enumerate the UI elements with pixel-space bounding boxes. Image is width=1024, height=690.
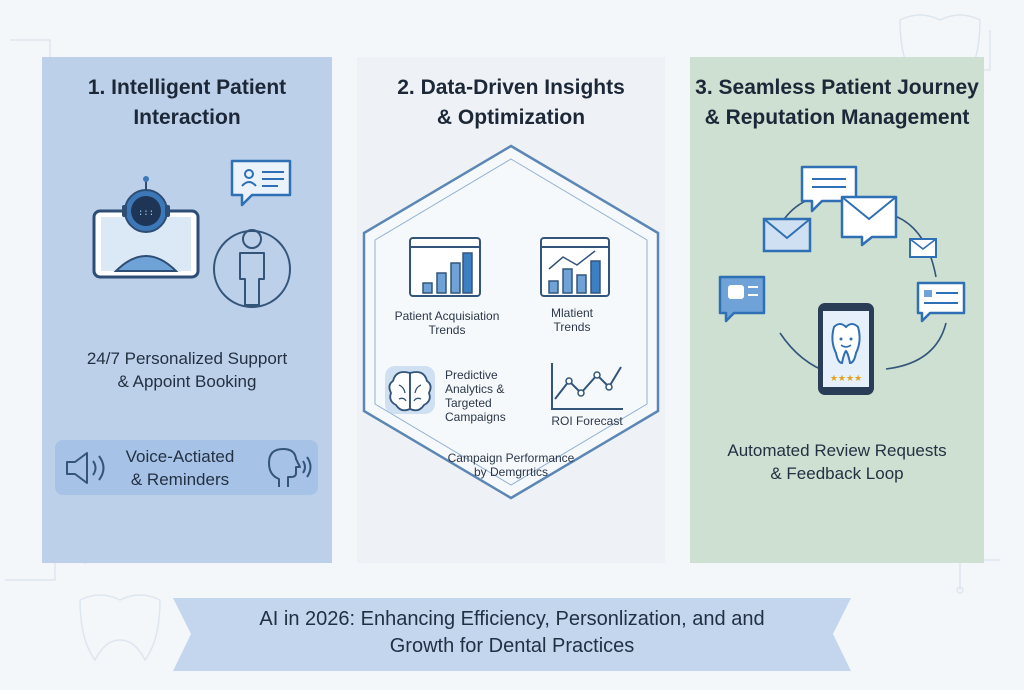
support-feature-text: 24/7 Personalized Support & Appoint Book… <box>42 347 332 393</box>
insight-line: Campaigns <box>445 410 506 424</box>
brain-icon <box>385 366 435 414</box>
insight-line: Predictive <box>445 368 498 382</box>
banner-line: Growth for Dental Practices <box>389 635 635 657</box>
svg-text:★★★★: ★★★★ <box>830 374 862 384</box>
svg-text::::: ::: <box>138 208 154 218</box>
insight-label: Campaign Performance by Demgrrtics <box>411 451 611 479</box>
line-chart-icon <box>551 363 623 410</box>
panel-patient-interaction: 1. Intelligent Patient Interaction ::: <box>42 57 332 563</box>
summary-banner: AI in 2026: Enhancing Efficiency, Person… <box>173 598 851 671</box>
smartphone-tooth-icon: ★★★★ <box>818 303 874 395</box>
review-feature-text: Automated Review Requests & Feedback Loo… <box>690 439 984 485</box>
panel-title-line: 3. Seamless Patient Journey <box>695 76 979 99</box>
feature-line: & Appoint Booking <box>117 372 257 391</box>
banner-ribbon <box>173 598 851 671</box>
insight-line: Targeted <box>445 396 492 410</box>
insight-line: Patient Acquisiation <box>394 309 500 323</box>
email-icon <box>909 238 937 258</box>
bar-chart-window-icon <box>540 237 610 297</box>
feature-line: & Feedback Loop <box>770 464 904 483</box>
voice-text: Voice-Actiated & Reminders <box>105 445 255 491</box>
panel-patient-journey: 3. Seamless Patient Journey & Reputation… <box>690 57 984 563</box>
panel-title: 2. Data-Driven Insights & Optimization <box>357 73 665 133</box>
panel-title-line: & Optimization <box>436 106 586 129</box>
chatbot-robot-icon: ::: <box>92 176 200 279</box>
panel-title-line: 2. Data-Driven Insights <box>397 76 625 99</box>
review-loop-illustration: ★★★★ <box>718 165 966 395</box>
person-icon <box>213 229 291 308</box>
banner-text: AI in 2026: Enhancing Efficiency, Person… <box>173 606 851 660</box>
insight-line: Campaign Performance <box>447 451 575 465</box>
insight-line: by Demgrrtics <box>473 465 548 479</box>
insight-label: Patient Acquisiation Trends <box>377 309 517 337</box>
voice-line: & Reminders <box>130 470 230 489</box>
panel-title-line: & Reputation Management <box>704 106 970 129</box>
panel-data-insights: 2. Data-Driven Insights & Optimization <box>357 57 665 563</box>
voice-line: Voice-Actiated <box>125 447 235 466</box>
panel-title-line: Interaction <box>133 106 241 129</box>
email-icon <box>762 217 812 253</box>
banner-line: AI in 2026: Enhancing Efficiency, Person… <box>259 608 765 630</box>
insight-line: Mlatient <box>550 306 594 320</box>
chat-bubble-icon <box>230 159 292 207</box>
message-icon <box>718 275 766 323</box>
panel-title: 1. Intelligent Patient Interaction <box>42 73 332 133</box>
email-icon <box>840 195 898 247</box>
insight-label: Mlatient Trends <box>522 306 622 334</box>
panel-title: 3. Seamless Patient Journey & Reputation… <box>690 73 984 133</box>
insights-hexagon <box>362 144 660 500</box>
bar-chart-window-icon <box>409 237 481 297</box>
voice-head-icon <box>268 448 312 487</box>
voice-reminders-box: Voice-Actiated & Reminders <box>55 440 318 495</box>
feature-line: Automated Review Requests <box>727 441 947 460</box>
feature-line: 24/7 Personalized Support <box>86 349 288 368</box>
insight-label: ROI Forecast <box>537 414 637 428</box>
message-icon <box>916 281 966 323</box>
insight-line: Analytics & <box>445 382 505 396</box>
speaker-icon <box>66 452 105 484</box>
insight-line: ROI Forecast <box>551 414 623 428</box>
insight-line: Trends <box>428 323 466 337</box>
panel-title-line: 1. Intelligent Patient <box>87 76 287 99</box>
insight-line: Trends <box>553 320 591 334</box>
insight-label: Predictive Analytics & Targeted Campaign… <box>445 368 506 424</box>
chatbot-illustration: ::: <box>92 159 292 308</box>
